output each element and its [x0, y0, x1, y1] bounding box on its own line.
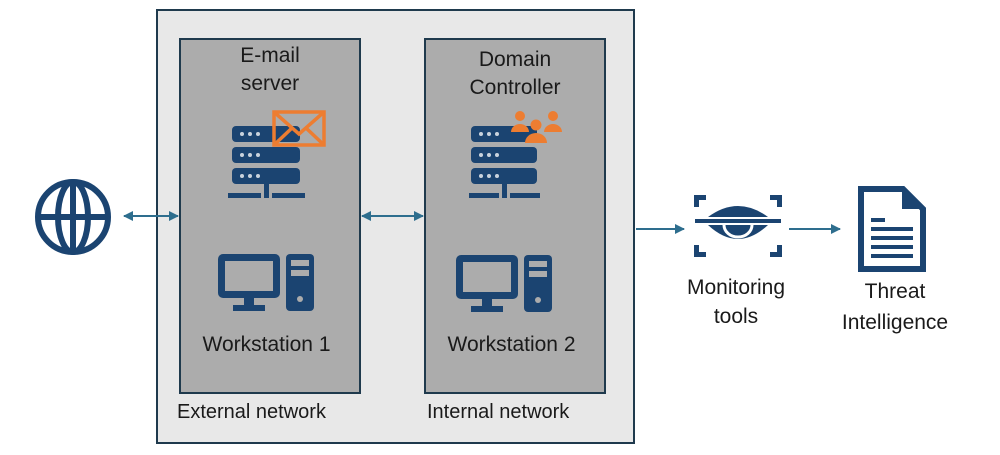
- email-server-label-line1: E-mail: [240, 44, 300, 67]
- workstation-2-icon: [456, 255, 552, 312]
- eye-scan-icon: [694, 195, 782, 257]
- globe-icon: [35, 179, 111, 255]
- domain-controller-icon: [469, 111, 562, 198]
- external-network-label: External network: [177, 401, 326, 423]
- monitoring-tools-label: Monitoring tools: [666, 273, 806, 331]
- internal-network-zone: [424, 38, 606, 394]
- email-server-label-line2: server: [240, 72, 300, 95]
- envelope-icon: [272, 110, 326, 147]
- monitoring-tools-label-line1: Monitoring: [686, 276, 786, 299]
- workstation-2-label: Workstation 2: [447, 333, 576, 356]
- threat-intelligence-label-line2: Intelligence: [841, 311, 949, 334]
- desktop-computer-icon: [218, 254, 314, 311]
- email-server-icon: [228, 110, 326, 198]
- domain-controller-label: Domain Controller: [424, 46, 606, 102]
- email-server-label: E-mail server: [179, 42, 361, 98]
- threat-intelligence-label-line1: Threat: [864, 280, 926, 303]
- domain-controller-label-line1: Domain: [478, 48, 552, 71]
- domain-controller-label-line2: Controller: [469, 76, 561, 99]
- users-group-icon: [511, 111, 562, 143]
- threat-intelligence-label: Threat Intelligence: [830, 276, 960, 338]
- monitoring-tools-label-line2: tools: [713, 305, 759, 328]
- external-network-zone: [179, 38, 361, 394]
- internal-network-label: Internal network: [427, 401, 570, 423]
- desktop-computer-icon: [456, 255, 552, 312]
- document-icon: [858, 186, 926, 272]
- workstation-1-icon: [218, 254, 314, 311]
- workstation-1-label: Workstation 1: [202, 333, 331, 356]
